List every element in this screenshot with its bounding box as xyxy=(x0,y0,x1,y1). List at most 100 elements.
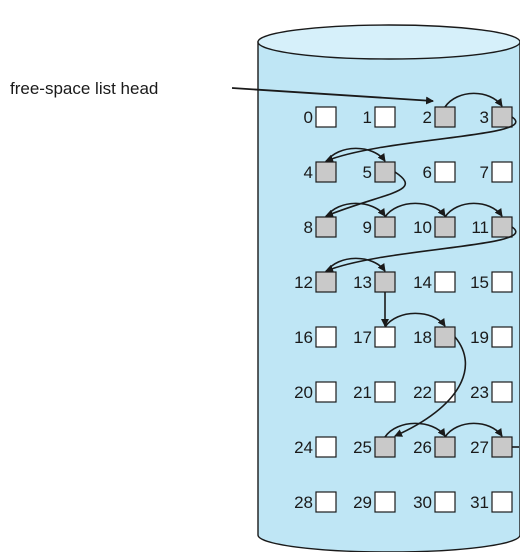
block-number: 0 xyxy=(304,108,313,127)
disk-block: 11 xyxy=(471,216,513,238)
free-block-box xyxy=(491,436,513,458)
disk-block: 5 xyxy=(363,161,396,183)
block-number: 22 xyxy=(413,383,432,402)
free-block-box xyxy=(315,216,337,238)
free-list-links xyxy=(325,92,519,448)
disk-block: 25 xyxy=(353,436,396,458)
disk-block: 21 xyxy=(353,381,396,403)
free-block-box xyxy=(491,216,513,238)
free-list-link-arrow xyxy=(325,116,517,163)
free-list-link-arrow xyxy=(325,257,386,273)
disk-block: 2 xyxy=(423,106,456,128)
disk-block: 10 xyxy=(413,216,456,238)
disk-block: 3 xyxy=(480,106,513,128)
block-number: 10 xyxy=(413,218,432,237)
free-list-link-arrow xyxy=(325,202,386,218)
allocated-block-box xyxy=(315,326,337,348)
allocated-block-box xyxy=(374,106,396,128)
free-list-link-arrow xyxy=(325,226,517,273)
block-number: 4 xyxy=(304,163,313,182)
block-number: 7 xyxy=(480,163,489,182)
disk-block: 23 xyxy=(470,381,513,403)
free-block-box xyxy=(374,216,396,238)
allocated-block-box xyxy=(374,381,396,403)
block-number: 2 xyxy=(423,108,432,127)
block-number: 15 xyxy=(470,273,489,292)
allocated-block-box xyxy=(374,491,396,513)
free-list-link-arrow xyxy=(444,422,503,438)
free-list-link-arrow xyxy=(325,171,407,218)
allocated-block-box xyxy=(434,161,456,183)
block-number: 8 xyxy=(304,218,313,237)
disk-block: 28 xyxy=(294,491,337,513)
block-number: 21 xyxy=(353,383,372,402)
allocated-block-box xyxy=(434,491,456,513)
cylinder-top xyxy=(257,24,520,60)
free-list-link-arrow xyxy=(384,422,446,438)
disk-block: 9 xyxy=(363,216,396,238)
disk-block: 12 xyxy=(294,271,337,293)
block-number: 3 xyxy=(480,108,489,127)
disk-block: 24 xyxy=(294,436,337,458)
block-number: 19 xyxy=(470,328,489,347)
disk-block: 29 xyxy=(353,491,396,513)
free-block-box xyxy=(491,106,513,128)
free-list-link-arrow xyxy=(444,92,503,108)
disk-block: 22 xyxy=(413,381,456,403)
free-list-link-arrow xyxy=(444,202,503,218)
allocated-block-box xyxy=(315,436,337,458)
disk-block: 14 xyxy=(413,271,456,293)
free-space-list-head-label: free-space list head xyxy=(10,79,158,98)
block-number: 12 xyxy=(294,273,313,292)
block-number: 31 xyxy=(470,493,489,512)
allocated-block-box xyxy=(491,326,513,348)
block-number: 26 xyxy=(413,438,432,457)
block-number: 29 xyxy=(353,493,372,512)
disk-block: 0 xyxy=(304,106,337,128)
free-block-box xyxy=(434,106,456,128)
disk-block: 1 xyxy=(363,106,396,128)
block-number: 25 xyxy=(353,438,372,457)
free-list-link-arrow xyxy=(384,202,446,218)
allocated-block-box xyxy=(315,106,337,128)
block-number: 30 xyxy=(413,493,432,512)
disk-block: 20 xyxy=(294,381,337,403)
block-number: 16 xyxy=(294,328,313,347)
disk-block: 13 xyxy=(353,271,396,293)
block-number: 11 xyxy=(471,218,489,237)
allocated-block-box xyxy=(434,381,456,403)
block-number: 28 xyxy=(294,493,313,512)
disk-block: 6 xyxy=(423,161,456,183)
free-block-box xyxy=(374,271,396,293)
allocated-block-box xyxy=(491,271,513,293)
block-number: 6 xyxy=(423,163,432,182)
free-block-box xyxy=(315,271,337,293)
free-block-box xyxy=(434,436,456,458)
disk-block: 16 xyxy=(294,326,337,348)
block-number: 18 xyxy=(413,328,432,347)
block-number: 1 xyxy=(363,108,372,127)
block-number: 13 xyxy=(353,273,372,292)
allocated-block-box xyxy=(374,326,396,348)
disk-block: 8 xyxy=(304,216,337,238)
disk-block: 19 xyxy=(470,326,513,348)
allocated-block-box xyxy=(315,491,337,513)
block-number: 5 xyxy=(363,163,372,182)
block-number: 23 xyxy=(470,383,489,402)
disk-block: 15 xyxy=(470,271,513,293)
free-block-box xyxy=(374,161,396,183)
allocated-block-box xyxy=(434,271,456,293)
disk-block: 18 xyxy=(413,326,456,348)
free-list-link-arrow xyxy=(384,312,446,328)
allocated-block-box xyxy=(491,381,513,403)
head-pointer-arrow xyxy=(231,87,434,105)
block-number: 24 xyxy=(294,438,313,457)
block-number: 14 xyxy=(413,273,432,292)
allocated-block-box xyxy=(315,381,337,403)
disk-block: 17 xyxy=(353,326,396,348)
block-number: 27 xyxy=(470,438,489,457)
free-list-link-arrow xyxy=(394,336,467,437)
free-list-link-arrow xyxy=(325,147,386,163)
